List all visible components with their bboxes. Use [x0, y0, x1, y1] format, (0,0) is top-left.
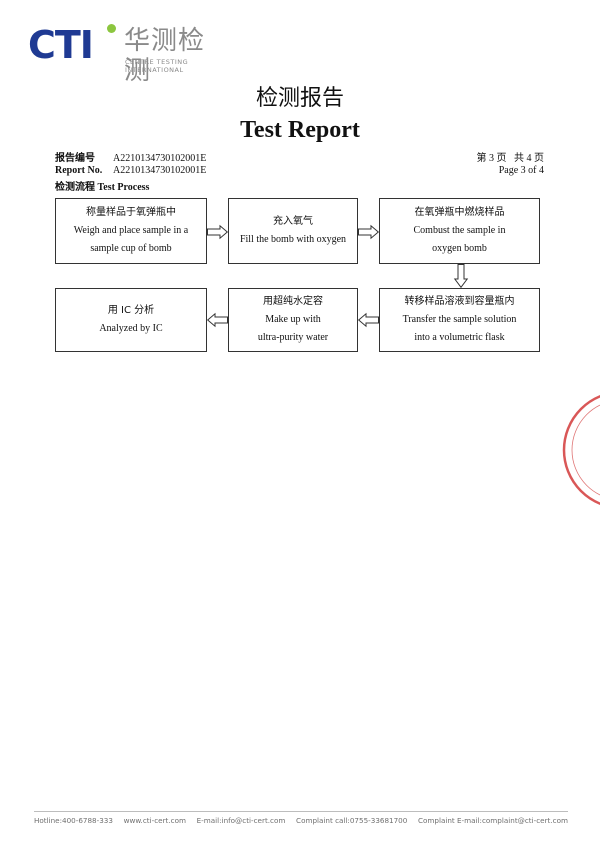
- company-logo: CTI 华测检测 CENTRE TESTING INTERNATIONAL: [28, 23, 228, 86]
- step-en-line: oxygen bomb: [432, 243, 487, 254]
- footer-email: E-mail:info@cti-cert.com: [196, 816, 286, 825]
- arrow-right-icon: [358, 224, 380, 240]
- step-en-line: Make up with: [265, 314, 321, 325]
- step-cn: 转移样品溶液到容量瓶内: [404, 296, 515, 307]
- step-en-line: Weigh and place sample in a: [73, 225, 189, 236]
- process-step-transfer: 转移样品溶液到容量瓶内 Transfer the sample solution…: [379, 288, 540, 352]
- step-en-line: Fill the bomb with oxygen: [239, 234, 347, 245]
- report-no-label-en: Report No.: [55, 165, 103, 176]
- process-step-analyze: 用 IC 分析 Analyzed by IC: [55, 288, 207, 352]
- page-number-cn: 第 3 页 共 4 页: [476, 153, 545, 164]
- footer-divider: [34, 811, 568, 812]
- page-number-block: 第 3 页 共 4 页 Page 3 of 4: [430, 153, 545, 177]
- report-title-cn: 检测报告: [255, 86, 344, 111]
- process-heading-en: Test Process: [97, 182, 150, 193]
- process-heading-cn: 检测流程: [55, 182, 95, 193]
- footer-contacts: Hotline:400-6788-333 www.cti-cert.com E-…: [34, 816, 568, 826]
- step-en-line: sample cup of bomb: [90, 243, 172, 254]
- process-step-fill-oxygen: 充入氧气 Fill the bomb with oxygen: [228, 198, 358, 264]
- footer-complaint-call: Complaint call:0755-33681700: [296, 816, 408, 825]
- report-number-block: 报告编号 A2210134730102001E Report No. A2210…: [55, 153, 206, 177]
- step-en-line: ultra-purity water: [257, 332, 329, 343]
- report-no-value: A2210134730102001E: [113, 153, 207, 164]
- seal-stamp-icon: [562, 394, 600, 506]
- step-en-line: Analyzed by IC: [99, 323, 163, 334]
- logo-dot: [107, 24, 116, 33]
- step-en-line: into a volumetric flask: [414, 332, 505, 343]
- arrow-down-icon: [453, 264, 469, 289]
- step-en-line: Transfer the sample solution: [402, 314, 517, 325]
- arrow-right-icon: [207, 224, 229, 240]
- logo-cn-name: 华测检测: [124, 26, 206, 86]
- footer-hotline: Hotline:400-6788-333: [34, 816, 113, 825]
- logo-en-name: CENTRE TESTING INTERNATIONAL: [125, 58, 189, 74]
- step-cn: 用 IC 分析: [107, 305, 155, 316]
- footer-complaint-email: Complaint E-mail:complaint@cti-cert.com: [417, 816, 568, 825]
- report-no-value-repeat: A2210134730102001E: [113, 165, 207, 176]
- arrow-left-icon: [357, 312, 379, 328]
- report-no-label-cn: 报告编号: [55, 153, 95, 164]
- process-step-weigh: 称量样品于氧弹瓶中 Weigh and place sample in a sa…: [55, 198, 207, 264]
- arrow-left-icon: [206, 312, 228, 328]
- report-title-en: Test Report: [240, 117, 360, 143]
- step-cn: 在氧弹瓶中燃烧样品: [414, 207, 505, 218]
- process-step-make-up: 用超纯水定容 Make up with ultra-purity water: [228, 288, 358, 352]
- step-cn: 用超纯水定容: [263, 296, 323, 307]
- process-step-combust: 在氧弹瓶中燃烧样品 Combust the sample in oxygen b…: [379, 198, 540, 264]
- test-process-heading: 检测流程 Test Process: [55, 182, 149, 194]
- step-en-line: Combust the sample in: [413, 225, 506, 236]
- page-number-en: Page 3 of 4: [498, 165, 544, 176]
- step-cn: 充入氧气: [273, 216, 313, 227]
- step-cn: 称量样品于氧弹瓶中: [86, 207, 176, 218]
- logo-brand: CTI: [28, 23, 94, 67]
- footer-website: www.cti-cert.com: [123, 816, 186, 825]
